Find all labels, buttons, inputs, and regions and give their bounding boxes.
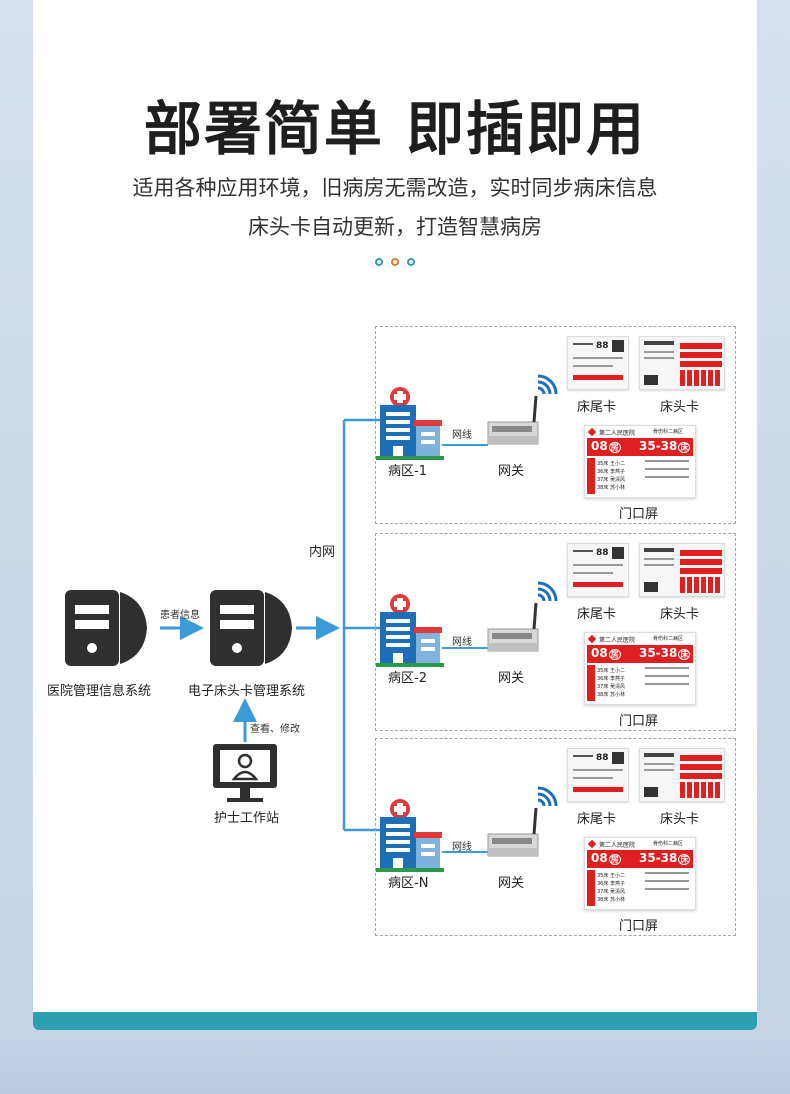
door-hospital: 第二人民医院 [599,430,636,437]
cable-label: 网线 [452,842,472,853]
decor-dot-teal [375,258,383,266]
hospital-icon [376,594,444,667]
ward-zone-2 [375,533,736,731]
gateway-icon [487,602,539,652]
door-row: 37床 吴清风 [597,477,625,483]
query-label: 查看、修改 [250,724,300,735]
patient-info-label: 患者信息 [160,610,200,621]
decor-dot-orange [391,258,399,266]
tail-card-label: 床尾卡 [577,400,617,415]
tail-card-display: 88 [567,543,629,597]
ward-label: 病区-1 [388,464,427,479]
head-card-label: 床头卡 [660,400,700,415]
intranet-label: 内网 [309,545,336,560]
his-label: 医院管理信息系统 [47,684,152,699]
ward-label: 病区-2 [388,671,427,686]
head-card-display [639,336,725,390]
tail-card-label: 床尾卡 [577,607,617,622]
head-card-display [639,543,725,597]
door-dept: 骨伤科二病区 [653,841,684,847]
bottom-band [0,1040,790,1094]
door-dept: 骨伤科二病区 [653,429,684,435]
wifi-icon [537,786,558,807]
hospital-icon [376,387,444,460]
his-server-icon [65,590,147,666]
gateway-label: 网关 [498,671,525,686]
door-row: 37床 吴清风 [597,889,625,895]
door-screen-label: 门口屏 [619,919,659,934]
wifi-icon [537,374,558,395]
wifi-icon [537,581,558,602]
door-hospital: 第二人民医院 [599,637,636,644]
ebed-server-icon [210,590,292,666]
door-row: 36床 李燕子 [597,676,625,682]
cable-label: 网线 [452,430,472,441]
gateway-label: 网关 [498,464,525,479]
nurse-station-label: 护士工作站 [214,811,280,826]
head-card-display [639,748,725,802]
decor-dot-teal-2 [407,258,415,266]
door-row: 38床 苏小林 [597,897,625,903]
ward-label: 病区-N [388,876,429,891]
door-row: 38床 苏小林 [597,692,625,698]
tail-card-label: 床尾卡 [577,812,617,827]
gateway-label: 网关 [498,876,525,891]
bottom-accent-bar [33,1012,757,1030]
head-card-label: 床头卡 [660,607,700,622]
head-card-label: 床头卡 [660,812,700,827]
door-hospital: 第二人民医院 [599,842,636,849]
nurse-monitor-icon [213,744,277,802]
subtitle-line-2: 床头卡自动更新，打造智慧病房 [248,215,542,239]
ward-zone-1 [375,326,736,524]
ebed-system-label: 电子床头卡管理系统 [188,684,306,699]
door-screen-label: 门口屏 [619,507,659,522]
door-dept: 骨伤科二病区 [653,636,684,642]
door-row: 36床 李燕子 [597,881,625,887]
hospital-icon [376,799,444,872]
gateway-icon [487,395,539,445]
subtitle-line-1: 适用各种应用环境，旧病房无需改造，实时同步病床信息 [132,176,658,200]
gateway-icon [487,807,539,857]
page-title: 部署简单 即插即用 [143,95,647,163]
door-row: 35床 王小二 [597,873,625,879]
door-row: 36床 李燕子 [597,469,625,475]
ward-zone-3 [375,738,736,936]
tail-card-display: 88 [567,336,629,390]
door-row: 37床 吴清风 [597,684,625,690]
door-screen-label: 门口屏 [619,714,659,729]
door-row: 35床 王小二 [597,461,625,467]
door-row: 35床 王小二 [597,668,625,674]
cable-label: 网线 [452,637,472,648]
tail-card-display: 88 [567,748,629,802]
door-row: 38床 苏小林 [597,485,625,491]
